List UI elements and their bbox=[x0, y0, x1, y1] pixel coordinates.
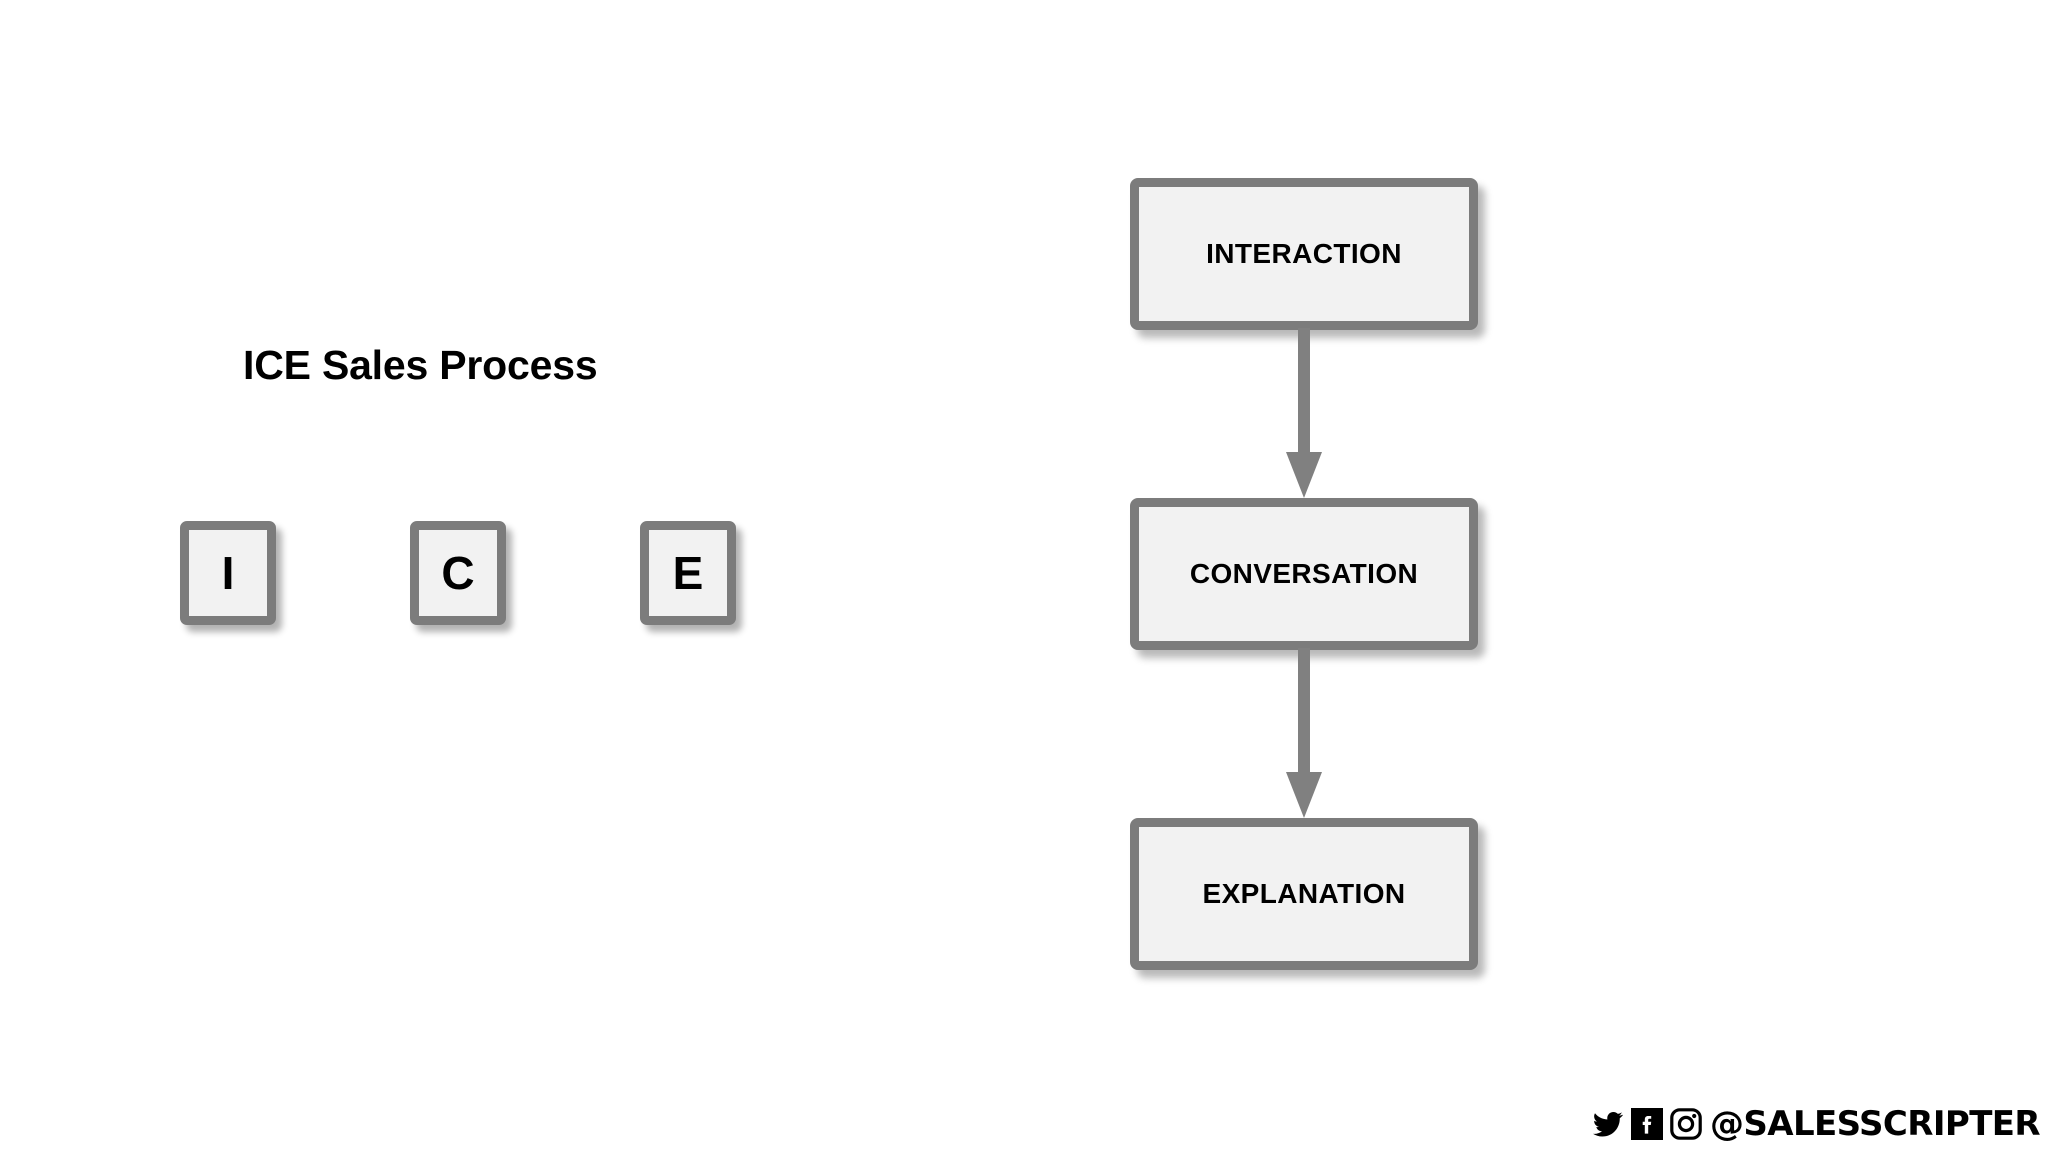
flow-arrow-interaction-to-conversation bbox=[1285, 328, 1323, 500]
flow-node-interaction: INTERACTION bbox=[1130, 178, 1478, 330]
flow-node-conversation: CONVERSATION bbox=[1130, 498, 1478, 650]
social-handle: @SALESSCRIPTER bbox=[1709, 1104, 2041, 1144]
social-watermark: @SALESSCRIPTER bbox=[1591, 1104, 2041, 1144]
flow-node-label: INTERACTION bbox=[1206, 238, 1402, 269]
flow-arrow-conversation-to-explanation bbox=[1285, 648, 1323, 820]
acronym-letter-label: C bbox=[441, 547, 475, 599]
acronym-letter-label: E bbox=[672, 547, 704, 599]
acronym-letter-box-c: C bbox=[410, 521, 506, 625]
facebook-icon bbox=[1630, 1107, 1664, 1141]
instagram-icon bbox=[1669, 1107, 1703, 1141]
acronym-letter-box-e: E bbox=[640, 521, 736, 625]
flow-node-label: CONVERSATION bbox=[1189, 558, 1419, 589]
flow-node-explanation: EXPLANATION bbox=[1130, 818, 1478, 970]
page-title: ICE Sales Process bbox=[243, 342, 598, 388]
acronym-letter-label: I bbox=[221, 547, 235, 599]
twitter-icon bbox=[1591, 1107, 1625, 1141]
flow-node-label: EXPLANATION bbox=[1202, 878, 1406, 909]
acronym-letter-row: I C E bbox=[180, 521, 760, 641]
acronym-letter-box-i: I bbox=[180, 521, 276, 625]
process-flowchart: INTERACTION CONVERSATION EXPLANATION bbox=[1130, 178, 1480, 978]
